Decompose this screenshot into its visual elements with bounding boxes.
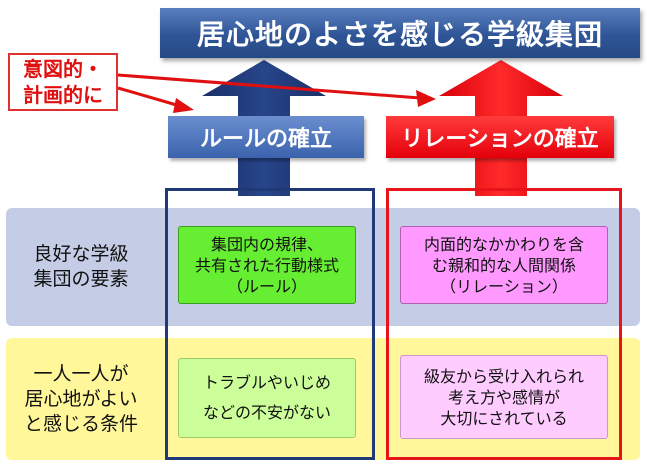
box-line: 考え方や感情が: [447, 387, 560, 407]
box-line: 共有された行動様式: [194, 255, 339, 275]
box-line: （リレーション）: [440, 276, 568, 296]
relation-conditions-box: 級友から受け入れられ 考え方や感情が 大切にされている: [400, 355, 608, 439]
row-label-line: 良好な学級: [33, 243, 129, 265]
rule-header: ルールの確立: [168, 116, 364, 158]
box-line: 級友から受け入れられ: [423, 366, 584, 386]
row-label-line: と感じる条件: [23, 412, 138, 435]
box-line: トラブルやいじめ: [202, 373, 331, 392]
row-label-elements: 良好な学級 集団の要素: [6, 208, 156, 326]
row-label-conditions: 一人一人が 居心地がよい と感じる条件: [6, 338, 156, 460]
box-line: 大切にされている: [440, 408, 568, 428]
box-line: （ルール）: [226, 276, 307, 296]
relation-column-frame: [386, 188, 622, 460]
intent-label: 意図的・ 計画的に: [8, 53, 118, 111]
intent-label-line: 計画的に: [23, 83, 103, 107]
row-label-line: 集団の要素: [33, 268, 129, 290]
page-title: 居心地のよさを感じる学級集団: [160, 8, 640, 58]
rule-column-frame: [165, 188, 375, 460]
box-line: などの不安がない: [202, 403, 331, 422]
box-line: 内面的なかかわりを含: [423, 234, 584, 254]
box-line: む親和的な人間関係: [431, 255, 576, 275]
row-label-line: 居心地がよい: [24, 387, 138, 410]
row-label-line: 一人一人が: [33, 362, 129, 385]
rule-elements-box: 集団内の規律、 共有された行動様式 （ルール）: [178, 226, 356, 304]
relation-header: リレーションの確立: [386, 116, 614, 158]
relation-elements-box: 内面的なかかわりを含 む親和的な人間関係 （リレーション）: [400, 226, 608, 304]
intent-pointer-arrows: [117, 73, 436, 113]
rule-conditions-box: トラブルやいじめ などの不安がない: [178, 358, 356, 438]
intent-label-line: 意図的・: [23, 57, 103, 81]
box-line: 集団内の規律、: [210, 234, 323, 254]
